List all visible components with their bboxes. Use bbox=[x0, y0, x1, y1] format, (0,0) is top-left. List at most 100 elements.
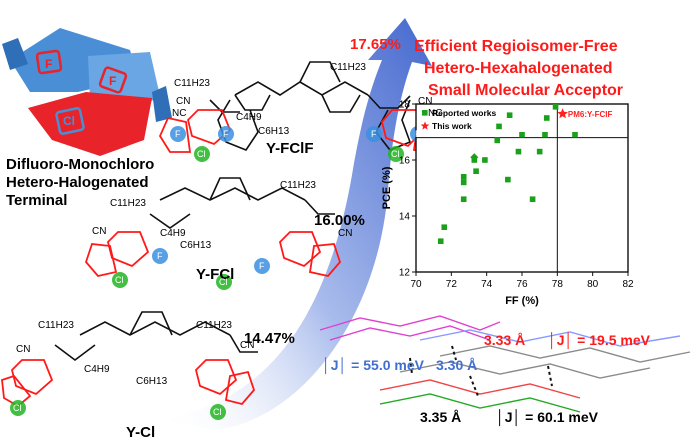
fluorine-marker-e bbox=[152, 248, 168, 264]
x-tick-label: 82 bbox=[622, 279, 634, 290]
y-fclf-alkyl-c6: C6H13 bbox=[258, 126, 290, 137]
fluorine-marker-f bbox=[254, 258, 270, 274]
y-cl-cl-a: Cl bbox=[13, 403, 22, 413]
molecule-y-fcl-red-terminals bbox=[84, 231, 342, 277]
legend-marker-this-work bbox=[420, 121, 430, 130]
packing-distance-mid: 3.30 Å bbox=[436, 357, 478, 373]
fluorine-marker-a bbox=[170, 126, 186, 142]
caption-line-2: Hetero-Halogenated bbox=[6, 174, 149, 191]
packing-j-bottom: │J│ = 60.1 meV bbox=[496, 409, 598, 425]
y-axis-label: PCE (%) bbox=[381, 166, 393, 209]
fluorine-marker-b bbox=[218, 126, 234, 142]
chart-axes bbox=[412, 103, 629, 276]
fluorine-marker-c bbox=[366, 126, 382, 142]
y-fcl-f-a: F bbox=[157, 251, 163, 261]
hand-badge-f1: F bbox=[45, 57, 53, 71]
headline-line-2: Hetero-Hexahalogenated bbox=[424, 60, 613, 77]
x-tick-label: 76 bbox=[516, 279, 528, 290]
packing-distance-top: 3.33 Å bbox=[484, 332, 526, 348]
chlorine-marker-a bbox=[194, 146, 210, 162]
hand-badge-cl: Cl bbox=[63, 114, 75, 128]
y-fclf-alkyl-c11-left: C11H23 bbox=[174, 78, 210, 89]
packing-illustration bbox=[319, 315, 691, 413]
y-cl-alkyl-c4: C4H9 bbox=[84, 364, 110, 375]
y-fcl-cl-b: Cl bbox=[219, 277, 228, 287]
y-cl-name: Y-Cl bbox=[126, 424, 156, 441]
data-point-reported bbox=[494, 137, 501, 144]
y-fcl-cn-right: CN bbox=[338, 228, 353, 239]
y-fclf-cn-left: CN bbox=[176, 96, 191, 107]
pi-stack-contacts bbox=[409, 345, 553, 397]
data-point-reported bbox=[473, 168, 479, 174]
y-fcl-cn-left: CN bbox=[92, 226, 107, 237]
data-point-reported bbox=[441, 224, 448, 230]
y-fclf-f-c: F bbox=[371, 129, 377, 139]
y-fclf-f-d: F bbox=[415, 129, 421, 139]
chlorine-marker-c bbox=[112, 272, 128, 288]
data-point-reported bbox=[460, 196, 467, 202]
data-point-reported bbox=[542, 132, 548, 138]
data-point-reported bbox=[506, 112, 513, 118]
chlorine-marker-e bbox=[10, 400, 26, 416]
annotation-pm6-y-fclf: PM6:Y-FClF bbox=[568, 110, 613, 119]
packing-j-top: │J│ = 19.5 meV bbox=[548, 332, 650, 348]
chlorine-marker-f bbox=[210, 404, 226, 420]
data-point-reported bbox=[572, 132, 578, 138]
x-tick-label: 80 bbox=[587, 279, 599, 290]
data-point-reported bbox=[496, 123, 502, 130]
y-fclf-efficiency: 17.65% bbox=[350, 36, 401, 53]
sleeve-left bbox=[2, 38, 28, 70]
y-fclf-alkyl-c11-right: C11H23 bbox=[330, 62, 366, 73]
y-cl-alkyl-c11-left: C11H23 bbox=[38, 320, 74, 331]
data-point-this-work bbox=[557, 108, 568, 119]
data-point-reported bbox=[529, 196, 536, 202]
data-point-reported bbox=[437, 238, 444, 244]
x-axis-label: FF (%) bbox=[505, 295, 539, 307]
caption-line-3: Terminal bbox=[6, 192, 68, 209]
molecule-y-cl-red-terminals bbox=[1, 359, 256, 408]
y-tick-label: 16 bbox=[399, 156, 411, 167]
legend-label-this-work: This work bbox=[432, 121, 472, 131]
y-cl-cl-b: Cl bbox=[213, 407, 222, 417]
y-cl-cn-left: CN bbox=[16, 344, 31, 355]
y-fclf-name: Y-FClF bbox=[266, 140, 314, 157]
y-cl-cn-right: CN bbox=[240, 340, 255, 351]
packing-j-left: │J│ = 55.0 meV bbox=[322, 357, 424, 373]
hand-badge-f2: F bbox=[109, 74, 117, 88]
x-tick-label: 72 bbox=[446, 279, 458, 290]
y-cl-efficiency: 14.47% bbox=[244, 330, 295, 347]
x-tick-label: 70 bbox=[410, 279, 422, 290]
caption-line-1: Difluoro-Monochloro bbox=[6, 156, 155, 173]
y-fcl-alkyl-c11-right: C11H23 bbox=[280, 180, 316, 191]
y-fclf-cn-right: CN bbox=[418, 96, 433, 107]
molecule-y-fcl-structure bbox=[149, 177, 335, 229]
molecule-y-cl-structure bbox=[54, 311, 258, 361]
data-point-reported bbox=[460, 179, 467, 186]
chlorine-badge bbox=[55, 107, 85, 135]
packing-distance-bottom: 3.35 Å bbox=[420, 409, 462, 425]
y-tick-label: 12 bbox=[399, 268, 411, 279]
sleeve-right bbox=[152, 86, 172, 122]
y-fcl-efficiency: 16.00% bbox=[314, 212, 365, 229]
y-fcl-f-b: F bbox=[259, 261, 265, 271]
y-cl-alkyl-c11-right: C11H23 bbox=[196, 320, 232, 331]
x-tick-label: 78 bbox=[552, 279, 564, 290]
data-point-reported bbox=[519, 132, 525, 138]
headline-line-1: Efficient Regioisomer-Free bbox=[414, 38, 618, 55]
y-fcl-name: Y-FCl bbox=[196, 266, 235, 283]
legend-label-reported: Reported works bbox=[432, 108, 497, 118]
data-point-reported bbox=[505, 176, 511, 183]
x-tick-label: 74 bbox=[481, 279, 493, 290]
fluorine-badge-1 bbox=[35, 49, 63, 75]
data-point-reported bbox=[536, 148, 543, 155]
y-fclf-f-a: F bbox=[175, 129, 181, 139]
data-point-reported bbox=[482, 157, 488, 163]
data-point-reported bbox=[552, 104, 559, 110]
data-point-reported-diamond bbox=[470, 153, 479, 162]
y-fclf-alkyl-c4: C4H9 bbox=[236, 112, 262, 123]
y-tick-label: 18 bbox=[399, 100, 411, 111]
